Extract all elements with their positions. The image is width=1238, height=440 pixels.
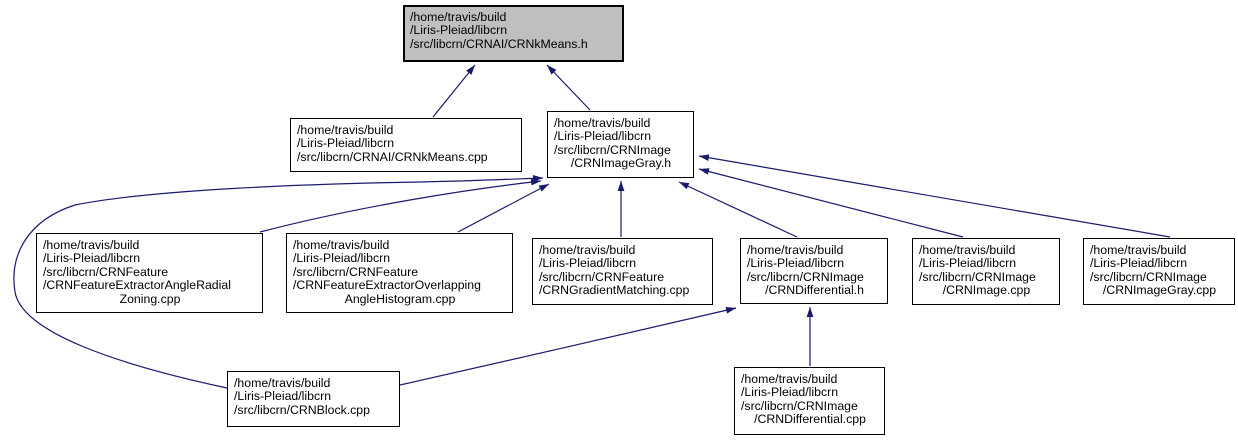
node-label-line: /CRNFeatureExtractorOverlapping [293,278,481,293]
node-crndifferential-cpp[interactable]: /home/travis/build /Liris-Pleiad/libcrn … [734,367,885,435]
edge-block-cpp-to-imagegray-h [13,174,544,389]
node-label-line: /src/libcrn/CRNAI/CRNkMeans.h [410,36,588,51]
node-label-line: /CRNDifferential.h [765,283,864,298]
node-label-line: /Liris-Pleiad/libcrn [741,385,839,400]
node-crnimage-cpp[interactable]: /home/travis/build /Liris-Pleiad/libcrn … [912,238,1060,305]
node-label-line: AngleHistogram.cpp [344,291,456,306]
node-label-line: /Liris-Pleiad/libcrn [297,136,395,151]
edge-imagegray-h-to-kmeans-h [546,64,591,111]
node-label-line: /src/libcrn/CRNFeature [539,269,665,284]
node-crnfeatureextractoroverlappinganglehistogram-cpp[interactable]: /home/travis/build /Liris-Pleiad/libcrn … [286,233,513,313]
node-crnkmeans-cpp[interactable]: /home/travis/build /Liris-Pleiad/libcrn … [290,118,522,172]
node-crnimagegray-h[interactable]: /home/travis/build /Liris-Pleiad/libcrn … [547,111,694,178]
node-label-line: /src/libcrn/CRNFeature [293,264,419,279]
node-label-line: /CRNImage.cpp [942,283,1031,298]
node-label-line: /CRNImageGray.h [570,156,672,171]
node-crnfeatureextractorangleradialzoning-cpp[interactable]: /home/travis/build /Liris-Pleiad/libcrn … [36,233,263,313]
node-label-line: /Liris-Pleiad/libcrn [293,251,391,266]
node-crnkmeans-h[interactable]: /home/travis/build /Liris-Pleiad/libcrn … [403,5,624,62]
node-crndifferential-h[interactable]: /home/travis/build /Liris-Pleiad/libcrn … [740,238,888,304]
node-label-line: /home/travis/build [410,10,507,24]
node-label-line: /Liris-Pleiad/libcrn [1090,256,1188,271]
node-label-line: /Liris-Pleiad/libcrn [554,129,652,144]
node-label-line: /Liris-Pleiad/libcrn [43,251,141,266]
node-crngradientmatching-cpp[interactable]: /home/travis/build /Liris-Pleiad/libcrn … [532,238,713,305]
node-label-line: /Liris-Pleiad/libcrn [919,256,1017,271]
node-label-line: /src/libcrn/CRNAI/CRNkMeans.cpp [297,149,488,164]
node-label-line: /CRNGradientMatching.cpp [539,283,690,298]
node-crnimagegray-cpp[interactable]: /home/travis/build /Liris-Pleiad/libcrn … [1083,238,1235,305]
node-label-line: /Liris-Pleiad/libcrn [747,256,845,271]
node-label-line: /CRNImageGray.cpp [1102,283,1217,298]
edge-overlapping-to-imagegray-h [457,183,550,233]
node-label-line: /home/travis/build [539,243,636,257]
edge-block-cpp-to-differential-h [399,307,737,386]
node-crnblock-cpp[interactable]: /home/travis/build /Liris-Pleiad/libcrn … [227,371,400,427]
edge-imagegray-cpp-to-imagegray-h [698,154,1171,238]
edge-image-cpp-to-imagegray-h [698,168,964,238]
edge-kmeans-cpp-to-kmeans-h [432,64,476,118]
node-label-line: /home/travis/build [293,238,390,252]
edge-differential-h-to-imagegray-h [678,181,798,238]
node-label-line: /src/libcrn/CRNImage [554,142,671,157]
node-label-line: /Liris-Pleiad/libcrn [410,23,508,38]
node-label-line: /src/libcrn/CRNImage [1090,269,1207,284]
node-label-line: /src/libcrn/CRNBlock.cpp [234,402,370,417]
node-label-line: /src/libcrn/CRNImage [919,269,1036,284]
node-label-line: /src/libcrn/CRNFeature [43,264,169,279]
node-label-line: /CRNDifferential.cpp [754,412,866,427]
node-label-line: /home/travis/build [297,123,394,137]
node-label-line: /home/travis/build [43,238,140,252]
node-label-line: /Liris-Pleiad/libcrn [234,389,332,404]
node-label-line: Zoning.cpp [119,291,181,306]
node-label-line: /src/libcrn/CRNImage [747,269,864,284]
node-label-line: /home/travis/build [554,116,651,130]
node-label-line: /src/libcrn/CRNImage [741,398,858,413]
edge-angleradial-to-imagegray-h [259,178,542,233]
node-label-line: /home/travis/build [1090,243,1187,257]
node-label-line: /home/travis/build [747,243,844,257]
node-label-line: /home/travis/build [919,243,1016,257]
node-label-line: /home/travis/build [234,376,331,390]
node-label-line: /CRNFeatureExtractorAngleRadial [43,278,231,293]
node-label-line: /home/travis/build [741,372,838,386]
node-label-line: /Liris-Pleiad/libcrn [539,256,637,271]
